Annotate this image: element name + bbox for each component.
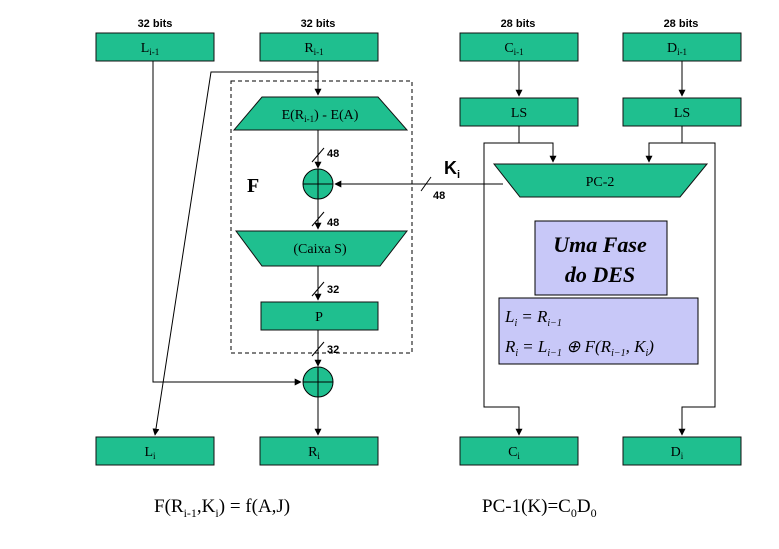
svg-text:Di: Di xyxy=(671,445,684,461)
svg-text:Li-1: Li-1 xyxy=(141,41,160,57)
box-l-prev: Li-1 xyxy=(95,32,215,62)
bits-label-r: 32 bits xyxy=(301,18,336,30)
permutation-p-box: P xyxy=(260,301,379,331)
svg-text:E(Ri-1) - E(A): E(Ri-1) - E(A) xyxy=(282,108,359,124)
f-function-region xyxy=(230,80,413,354)
key-label: Ki xyxy=(444,158,460,181)
svg-text:Ci: Ci xyxy=(508,445,520,461)
svg-text:Ci-1: Ci-1 xyxy=(504,41,523,57)
box-d-prev: Di-1 xyxy=(622,32,742,62)
box-ls-left: LS xyxy=(459,97,579,127)
sbox-block: (Caixa S) xyxy=(235,230,409,267)
connector-lines xyxy=(152,61,716,436)
wire-label-key: 48 xyxy=(433,190,445,202)
f-label: F xyxy=(247,175,259,197)
wire-label-32a: 32 xyxy=(327,284,339,296)
pc2-block: PC-2 xyxy=(492,163,709,198)
title-box: Uma Fase do DES xyxy=(534,220,668,296)
svg-text:Ri-1: Ri-1 xyxy=(304,41,323,57)
wire-label-48a: 48 xyxy=(327,148,339,160)
bits-label-l: 32 bits xyxy=(138,18,173,30)
box-r-prev: Ri-1 xyxy=(259,32,379,62)
box-d-new: Di xyxy=(622,436,742,466)
box-r-new: Ri xyxy=(259,436,379,466)
svg-text:Ri: Ri xyxy=(308,445,320,461)
svg-text:P: P xyxy=(315,310,323,325)
box-l-new: Li xyxy=(95,436,215,466)
wire-label-32b: 32 xyxy=(327,344,339,356)
expansion-block: E(Ri-1) - E(A) xyxy=(232,96,409,131)
bits-label-d: 28 bits xyxy=(664,18,699,30)
footer-formula-pc1: PC-1(K)=C0D0 xyxy=(482,496,597,520)
svg-text:Li: Li xyxy=(144,445,156,461)
svg-text:(Caixa S): (Caixa S) xyxy=(293,242,347,257)
box-c-prev: Ci-1 xyxy=(459,32,579,62)
svg-text:LS: LS xyxy=(511,106,527,121)
box-ls-right: LS xyxy=(622,97,742,127)
bits-label-c: 28 bits xyxy=(501,18,536,30)
equation-r: Ri= Li−1 ⊕ F(Ri−1, Ki) xyxy=(504,337,654,359)
equation-l: Li= Ri−1 xyxy=(504,307,562,329)
box-c-new: Ci xyxy=(459,436,579,466)
svg-text:Uma Fase: Uma Fase xyxy=(553,232,647,257)
svg-text:Di-1: Di-1 xyxy=(667,41,687,57)
footer-formula-f: F(Ri-1,Ki) = f(A,J) xyxy=(154,496,290,520)
equation-box: Li= Ri−1 Ri= Li−1 ⊕ F(Ri−1, Ki) xyxy=(498,297,699,365)
svg-text:LS: LS xyxy=(674,106,690,121)
svg-text:do DES: do DES xyxy=(565,262,635,287)
wire-label-48b: 48 xyxy=(327,217,339,229)
xor-circle-output xyxy=(302,366,334,398)
xor-circle-key xyxy=(302,168,334,200)
svg-text:PC-2: PC-2 xyxy=(586,175,615,190)
